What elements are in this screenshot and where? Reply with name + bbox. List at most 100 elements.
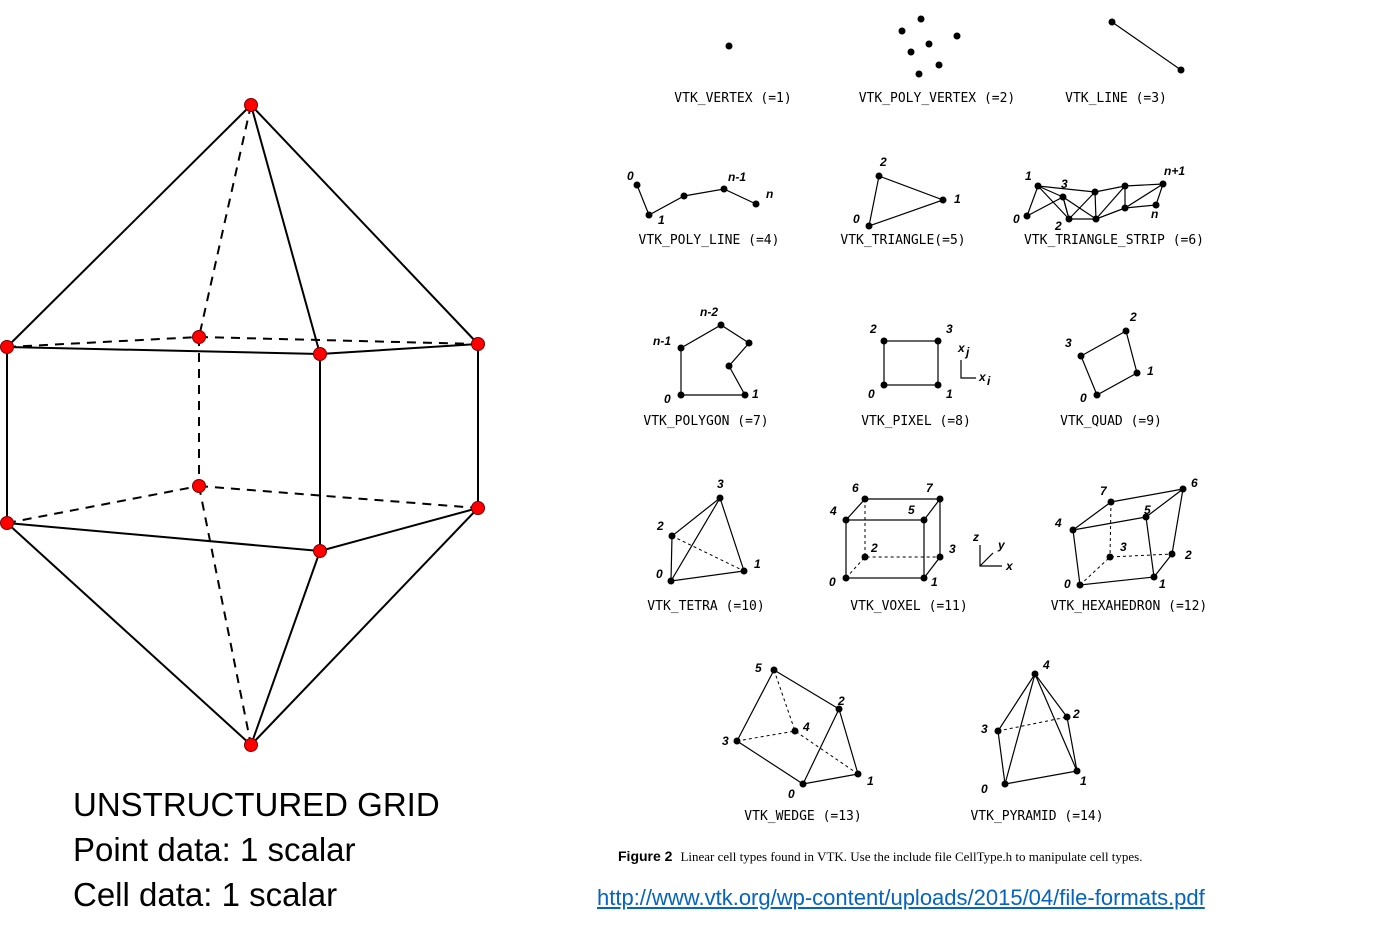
cell-label-poly-line: VTK_POLY_LINE (=4) bbox=[639, 233, 780, 248]
cell-quad: 0 1 2 3 VTK_QUAD (=9) bbox=[1060, 310, 1162, 429]
point-label: 3 bbox=[717, 477, 724, 491]
grid-point bbox=[313, 544, 327, 558]
cell-vertex: VTK_VERTEX (=1) bbox=[674, 42, 792, 106]
axis-label: x bbox=[978, 370, 987, 384]
grid-point bbox=[192, 479, 206, 493]
point-label: 1 bbox=[1159, 577, 1166, 591]
point-label: 0 bbox=[788, 787, 795, 801]
grid-caption-point-data: Point data: 1 scalar bbox=[73, 831, 356, 868]
point-label: 1 bbox=[867, 774, 874, 788]
grid-edges-hidden bbox=[6, 104, 479, 746]
point-label: 0 bbox=[664, 392, 671, 406]
cell-voxel: 0 1 2 3 4 5 6 7 z y x VTK_VOXEL (=11) bbox=[829, 481, 1014, 614]
point-label: 0 bbox=[868, 387, 875, 401]
cell-triangle: 0 1 2 VTK_TRIANGLE(=5) bbox=[840, 155, 965, 248]
point-label: 2 bbox=[870, 541, 878, 555]
point-label: 0 bbox=[1013, 212, 1020, 226]
point-label: 3 bbox=[946, 322, 953, 336]
point-label: 1 bbox=[954, 192, 961, 206]
point-label: 3 bbox=[1120, 540, 1127, 554]
point-label: 2 bbox=[837, 694, 845, 708]
point-label: 3 bbox=[981, 722, 988, 736]
grid-edges-solid bbox=[6, 104, 479, 746]
point-label: 1 bbox=[931, 575, 938, 589]
point-label: n-1 bbox=[653, 334, 671, 348]
cell-label-polygon: VTK_POLYGON (=7) bbox=[643, 414, 768, 429]
cell-wedge: 0 1 2 3 4 5 VTK_WEDGE (=13) bbox=[722, 661, 874, 824]
grid-point bbox=[0, 516, 14, 530]
point-label: 4 bbox=[1054, 516, 1062, 530]
point-label: 1 bbox=[752, 387, 759, 401]
cell-label-hexahedron: VTK_HEXAHEDRON (=12) bbox=[1051, 599, 1208, 614]
cell-pyramid: 0 1 2 3 4 VTK_PYRAMID (=14) bbox=[970, 658, 1103, 824]
cell-label-quad: VTK_QUAD (=9) bbox=[1060, 414, 1162, 429]
vtk-cell-types-figure: VTK_VERTEX (=1) VTK_POLY_VERTEX (=2) VTK… bbox=[627, 15, 1208, 824]
point-label: 2 bbox=[1072, 707, 1080, 721]
grid-point bbox=[244, 738, 258, 752]
point-label: 2 bbox=[1054, 219, 1062, 233]
point-label: 2 bbox=[1129, 310, 1137, 324]
point-label: 3 bbox=[722, 734, 729, 748]
point-label: 5 bbox=[1144, 503, 1151, 517]
point-label: 3 bbox=[1065, 336, 1072, 350]
grid-point bbox=[313, 347, 327, 361]
point-label: 0 bbox=[853, 212, 860, 226]
point-label: 0 bbox=[1080, 391, 1087, 405]
point-label: 6 bbox=[1191, 476, 1198, 490]
point-label: 1 bbox=[946, 387, 953, 401]
point-label: 2 bbox=[879, 155, 887, 169]
grid-point bbox=[0, 340, 14, 354]
point-label: 7 bbox=[1100, 484, 1108, 498]
cell-label-wedge: VTK_WEDGE (=13) bbox=[744, 809, 861, 824]
cell-line: VTK_LINE (=3) bbox=[1065, 18, 1185, 106]
unstructured-grid-diagram bbox=[0, 98, 485, 752]
point-label: 5 bbox=[908, 503, 915, 517]
point-label: 0 bbox=[829, 575, 836, 589]
figure-caption-text: Linear cell types found in VTK. Use the … bbox=[680, 849, 1143, 864]
point-label: 6 bbox=[852, 481, 859, 495]
axis-label: i bbox=[987, 374, 991, 388]
grid-point bbox=[244, 98, 258, 112]
cell-poly-vertex: VTK_POLY_VERTEX (=2) bbox=[859, 15, 1016, 106]
grid-caption-title: UNSTRUCTURED GRID bbox=[73, 786, 440, 823]
point-label: 1 bbox=[1080, 774, 1087, 788]
point-label: 0 bbox=[1064, 577, 1071, 591]
axis-label: x bbox=[957, 341, 966, 355]
cell-triangle-strip: 0 1 2 3 n+1 n VTK_TRIANGLE_STRIP (=6) bbox=[1013, 164, 1204, 248]
point-label: 3 bbox=[1061, 177, 1068, 191]
cell-label-triangle-strip: VTK_TRIANGLE_STRIP (=6) bbox=[1024, 233, 1204, 248]
point-label: 0 bbox=[981, 782, 988, 796]
cell-label-pyramid: VTK_PYRAMID (=14) bbox=[970, 809, 1103, 824]
cell-hexahedron: 0 1 2 3 4 5 6 7 VTK_HEXAHEDRON (=12) bbox=[1051, 476, 1208, 614]
point-label: 1 bbox=[1025, 169, 1032, 183]
cell-label-tetra: VTK_TETRA (=10) bbox=[647, 599, 764, 614]
axis-label: y bbox=[997, 538, 1006, 552]
grid-point bbox=[471, 501, 485, 515]
cell-label-triangle: VTK_TRIANGLE(=5) bbox=[840, 233, 965, 248]
axis-label: x bbox=[1005, 559, 1014, 573]
point-label: 1 bbox=[1147, 364, 1154, 378]
point-label: 4 bbox=[829, 504, 837, 518]
point-label: n bbox=[1151, 207, 1158, 221]
cell-polygon: 0 1 n-1 n-2 VTK_POLYGON (=7) bbox=[643, 305, 768, 429]
point-label: 4 bbox=[802, 720, 810, 734]
point-label: 2 bbox=[656, 519, 664, 533]
point-label: n+1 bbox=[1164, 164, 1185, 178]
point-label: 1 bbox=[658, 213, 665, 227]
figure-caption-label: Figure 2 bbox=[618, 848, 673, 864]
cell-label-pixel: VTK_PIXEL (=8) bbox=[861, 414, 971, 429]
source-link[interactable]: http://www.vtk.org/wp-content/uploads/20… bbox=[597, 885, 1205, 910]
point-label: 7 bbox=[926, 481, 934, 495]
point-label: n-1 bbox=[728, 170, 746, 184]
point-label: 5 bbox=[755, 661, 762, 675]
cell-poly-line: 0 1 n-1 n VTK_POLY_LINE (=4) bbox=[627, 169, 779, 248]
axis-label: j bbox=[964, 345, 970, 359]
grid-point bbox=[471, 337, 485, 351]
figure-caption: Figure 2 Linear cell types found in VTK. … bbox=[618, 848, 1143, 865]
point-label: 2 bbox=[1184, 548, 1192, 562]
grid-caption-cell-data: Cell data: 1 scalar bbox=[73, 876, 338, 913]
cell-label-voxel: VTK_VOXEL (=11) bbox=[850, 599, 967, 614]
cell-label-poly-vertex: VTK_POLY_VERTEX (=2) bbox=[859, 91, 1016, 106]
point-label: 2 bbox=[869, 322, 877, 336]
